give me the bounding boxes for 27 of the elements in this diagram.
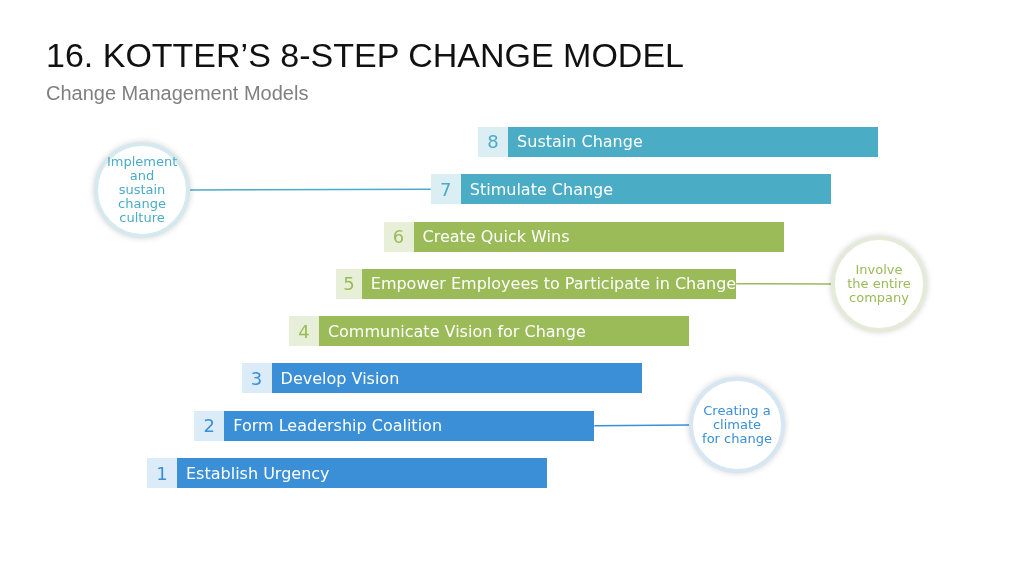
step-number: 5: [336, 268, 362, 299]
subtitle: Change Management Models: [46, 82, 309, 105]
callout-circle: [94, 142, 190, 238]
step-number: 4: [288, 316, 319, 347]
connector-line: [593, 424, 690, 427]
callout-circle: [689, 377, 785, 473]
connector-line: [189, 188, 432, 191]
step-number: 7: [430, 174, 461, 205]
step-bar: Communicate Vision for Change: [318, 316, 689, 347]
step-number: 6: [383, 221, 414, 252]
step-bar: Form Leadership Coalition: [224, 410, 595, 441]
callout-text: Creating a climate for change: [702, 404, 772, 446]
step-bar: Create Quick Wins: [413, 221, 784, 252]
step-number: 1: [147, 458, 177, 488]
callout-circle: [831, 236, 927, 332]
step-number: 2: [194, 410, 225, 441]
step-bar: Empower Employees to Participate in Change: [361, 268, 737, 299]
callout-text: Implement and sustain change culture: [107, 155, 177, 225]
title: 16. KOTTER’S 8-STEP CHANGE MODEL: [46, 36, 684, 75]
step-bar: Stimulate Change: [460, 174, 831, 205]
step-number: 3: [241, 363, 272, 394]
step-number: 8: [478, 126, 509, 157]
step-bar: Develop Vision: [271, 363, 642, 394]
step-bar: Establish Urgency: [177, 458, 547, 488]
step-bar: Sustain Change: [508, 126, 879, 157]
connector-line: [735, 283, 832, 285]
callout-text: Involve the entire company: [846, 263, 912, 305]
